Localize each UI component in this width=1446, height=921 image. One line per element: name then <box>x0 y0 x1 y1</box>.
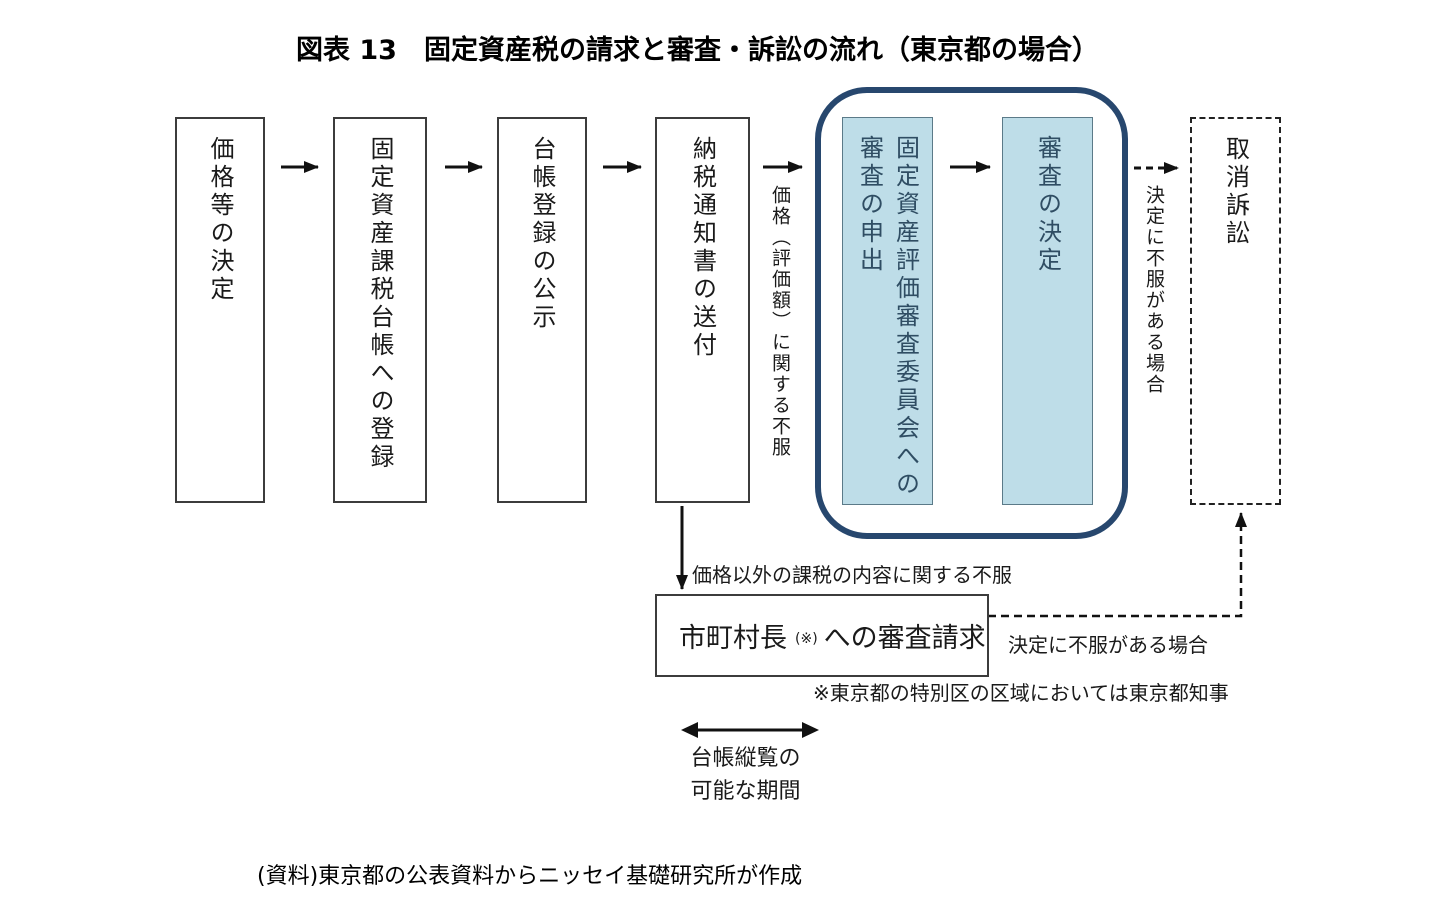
box-review-decision-label: 審査の決定 <box>1033 135 1062 275</box>
box-revocation-suit: 取消訴訟 <box>1190 117 1281 505</box>
box-tax-notice: 納税通知書の送付 <box>655 117 750 503</box>
inspection-period-double-arrow <box>681 722 819 738</box>
label-decision-objection-horizontal: 決定に不服がある場合 <box>1008 633 1208 657</box>
box-committee-appeal: 固定資産評価審査委員会への 審査の申出 <box>842 117 933 505</box>
inspection-period-line1: 台帳縦覧の <box>690 746 801 771</box>
box-ledger-register-label: 固定資産課税台帳への登録 <box>366 136 394 472</box>
mayor-box-note-mark: (※) <box>795 630 818 647</box>
inspection-period-line2: 可能な期間 <box>690 779 801 804</box>
mayor-box-suffix: への審査請求 <box>823 623 986 654</box>
box-committee-appeal-label: 固定資産評価審査委員会への 審査の申出 <box>855 135 920 499</box>
arrow-dashed-mayor-to-suit <box>988 512 1247 618</box>
label-decision-objection-vertical: 決定に不服がある場合 <box>1143 185 1165 395</box>
mayor-box-text: 市町村長 <box>679 623 787 654</box>
committee-review-container <box>815 87 1128 539</box>
box-ledger-register: 固定資産課税台帳への登録 <box>333 117 427 503</box>
footnote-tokyo-governor: ※東京都の特別区の区域においては東京都知事 <box>813 681 1229 705</box>
box-tax-notice-label: 納税通知書の送付 <box>688 136 717 360</box>
diagram-title: 図表 13 固定資産税の請求と審査・訴訟の流れ（東京都の場合） <box>296 35 1099 66</box>
box-ledger-publication-label: 台帳登録の公示 <box>528 136 556 332</box>
label-other-objection: 価格以外の課税の内容に関する不服 <box>692 563 1012 587</box>
inspection-period-label: 台帳縦覧の 可能な期間 <box>668 742 823 808</box>
label-price-objection: 価格（評価額）に関する不服 <box>769 185 791 458</box>
box-mayor-review-request: 市町村長 (※) への審査請求 <box>655 594 989 677</box>
box-revocation-suit-label: 取消訴訟 <box>1221 136 1250 248</box>
box-price-decision-label: 価格等の決定 <box>206 136 234 304</box>
box-ledger-publication: 台帳登録の公示 <box>497 117 587 503</box>
box-review-decision: 審査の決定 <box>1002 117 1093 505</box>
box-price-decision: 価格等の決定 <box>175 117 265 503</box>
source-note: (資料)東京都の公表資料からニッセイ基礎研究所が作成 <box>257 864 803 889</box>
